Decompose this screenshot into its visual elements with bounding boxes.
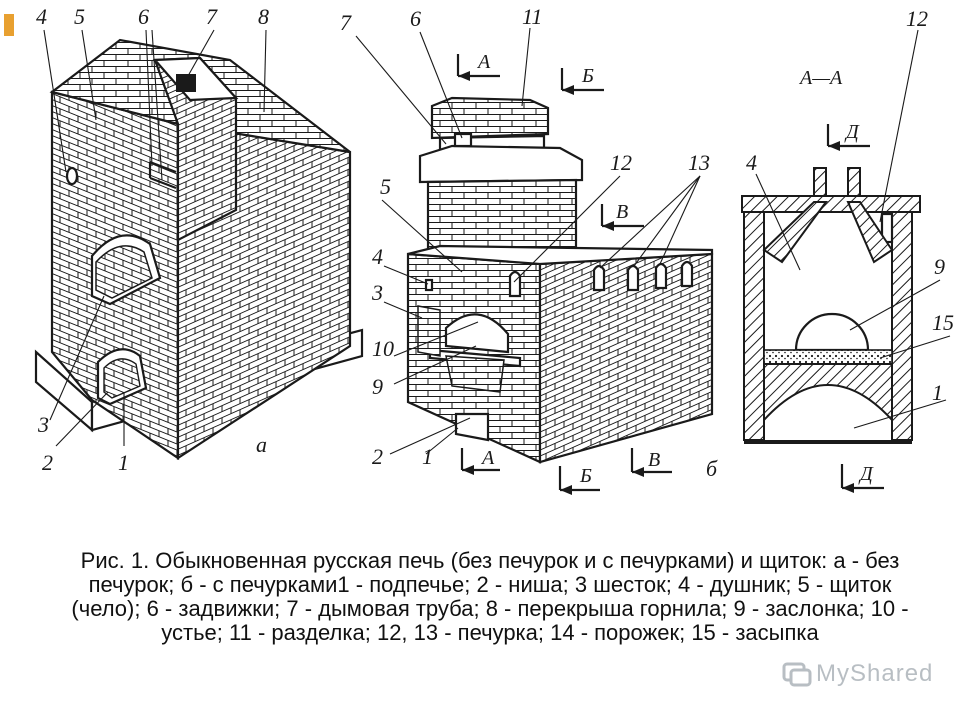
panel-a-label: а xyxy=(256,432,267,457)
callout-a-7: 7 xyxy=(206,4,218,29)
section-mark-d-bottom: Д xyxy=(858,463,874,485)
panel-a-stove xyxy=(34,38,364,461)
section-mark-a-bottom: А xyxy=(480,447,495,469)
callout-a-4: 4 xyxy=(36,4,47,29)
callout-s-4: 4 xyxy=(746,150,757,175)
callout-b-7: 7 xyxy=(340,10,352,35)
section-mark-b-bottom: Б xyxy=(579,465,592,487)
section-mark-v-bottom: В xyxy=(648,449,660,471)
callout-b-6: 6 xyxy=(410,6,421,31)
callout-a-3: 3 xyxy=(37,412,49,437)
callout-a-8: 8 xyxy=(258,4,269,29)
panel-b-callouts: 7 6 11 5 12 13 4 3 10 9 2 1 б xyxy=(340,4,718,481)
panel-a-callouts: 4 5 6 7 8 3 2 1 а xyxy=(36,4,269,475)
section-view-callouts: 12 4 9 15 1 Д Д xyxy=(746,6,954,493)
figure-caption: Рис. 1. Обыкновенная русская печь (без п… xyxy=(71,548,909,645)
callout-b-1: 1 xyxy=(422,444,433,469)
callout-b-9: 9 xyxy=(372,374,383,399)
section-mark-b-top: Б xyxy=(581,65,594,87)
section-mark-d-top: Д xyxy=(844,121,860,143)
callout-b-5: 5 xyxy=(380,174,391,199)
section-title: А—А xyxy=(798,67,843,89)
callout-s-1: 1 xyxy=(932,380,943,405)
panel-b-label: б xyxy=(706,456,718,481)
callout-b-2: 2 xyxy=(372,444,383,469)
section-view: А—А xyxy=(741,67,921,444)
panel-b-stove xyxy=(406,96,714,464)
watermark-text: MyShared xyxy=(816,660,934,687)
callout-a-1: 1 xyxy=(118,450,129,475)
callout-b-12: 12 xyxy=(610,150,632,175)
callout-a-5: 5 xyxy=(74,4,85,29)
watermark-logo-icon xyxy=(782,662,812,687)
callout-s-15: 15 xyxy=(932,310,954,335)
stove-diagram: 4 5 6 7 8 3 2 1 а xyxy=(34,4,954,495)
callout-b-10: 10 xyxy=(372,336,394,361)
panel-b-section-marks: А Б В А Б В xyxy=(456,51,672,495)
callout-s-9: 9 xyxy=(934,254,945,279)
accent-bar xyxy=(4,14,14,36)
section-mark-a-top: А xyxy=(476,51,491,73)
callout-s-12: 12 xyxy=(906,6,928,31)
callout-a-6: 6 xyxy=(138,4,149,29)
callout-a-2: 2 xyxy=(42,450,53,475)
callout-b-13: 13 xyxy=(688,150,710,175)
section-mark-v-top: В xyxy=(616,201,628,223)
callout-b-4: 4 xyxy=(372,244,383,269)
callout-b-11: 11 xyxy=(522,4,542,29)
watermark: MyShared xyxy=(782,660,942,690)
callout-b-3: 3 xyxy=(371,280,383,305)
